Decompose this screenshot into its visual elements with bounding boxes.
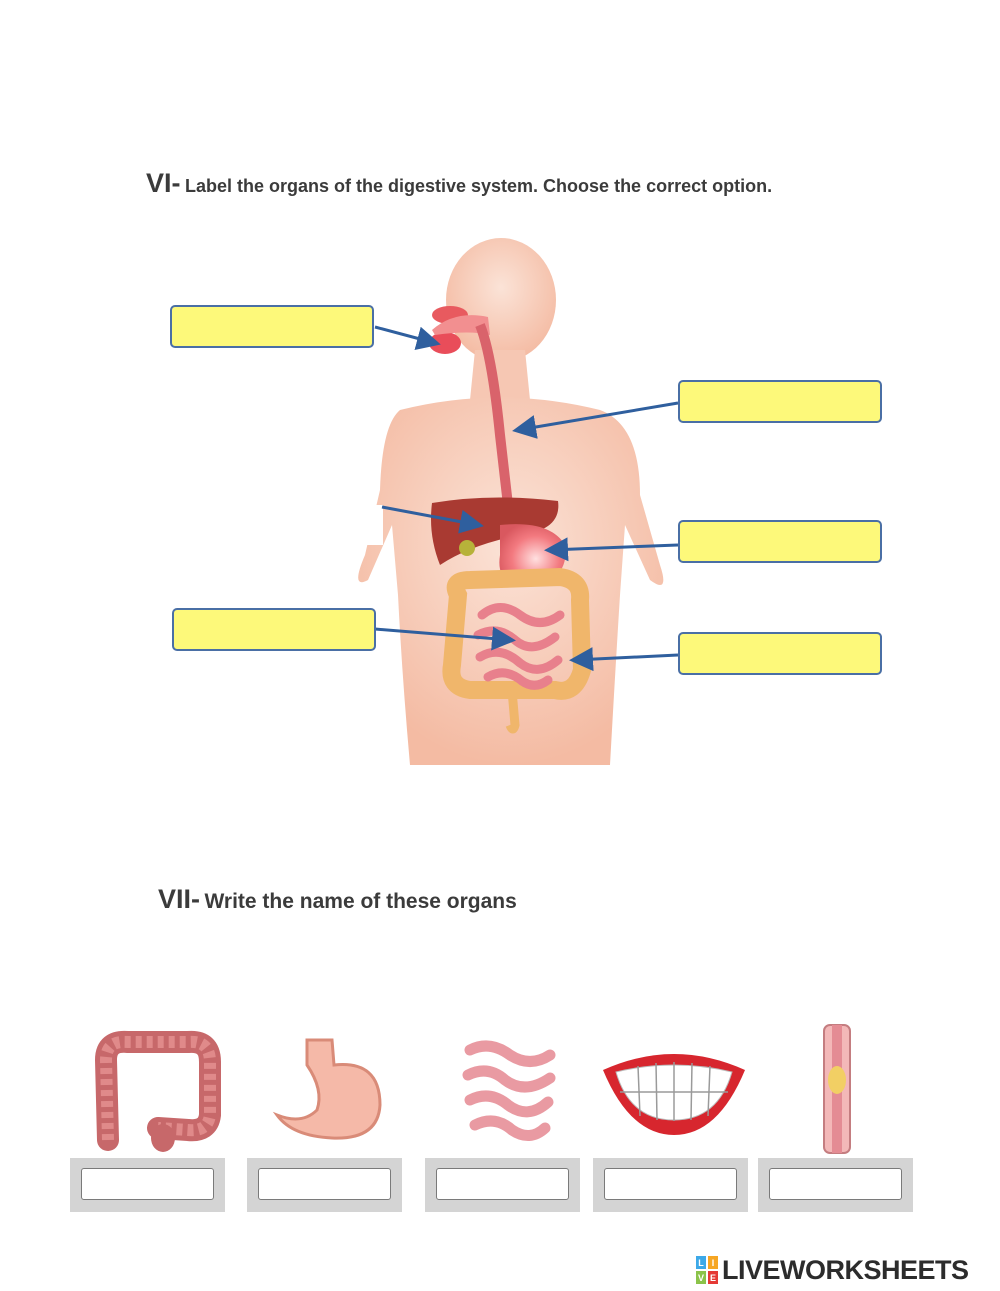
brand-name: LIVEWORKSHEETS — [722, 1254, 969, 1285]
answer-input-3[interactable] — [436, 1168, 569, 1200]
section-7-heading: VII- Write the name of these organs — [158, 884, 517, 915]
arrow-liver — [381, 505, 484, 534]
label-box-stomach[interactable] — [678, 520, 882, 563]
answer-slot-5 — [758, 1158, 913, 1212]
mouth-icon — [598, 1020, 750, 1155]
liveworksheets-logo: L I V E LIVEWORKSHEETS — [696, 1254, 969, 1286]
arrow-mouth — [374, 325, 441, 350]
answer-input-2[interactable] — [258, 1168, 391, 1200]
label-arrows — [374, 325, 679, 672]
arrow-small-intestine — [374, 626, 516, 651]
arrow-large-intestine — [569, 647, 679, 672]
answer-input-1[interactable] — [81, 1168, 214, 1200]
section-7-instruction: Write the name of these organs — [204, 890, 517, 913]
section-6-instruction: Label the organs of the digestive system… — [184, 176, 773, 196]
large-intestine-icon — [88, 1020, 228, 1155]
liveworksheets-icon: L I V E — [696, 1256, 718, 1284]
gallbladder-organ — [459, 540, 475, 556]
logo-letter-v: V — [698, 1273, 704, 1283]
answer-slot-4 — [593, 1158, 748, 1212]
small-intestine-icon — [440, 1020, 580, 1155]
stomach-icon — [262, 1020, 402, 1155]
logo-letter-i: I — [712, 1258, 715, 1268]
rectum-organ — [505, 689, 520, 734]
answer-input-4[interactable] — [604, 1168, 737, 1200]
answer-slot-3 — [425, 1158, 580, 1212]
esophagus-organ — [475, 323, 513, 506]
logo-letter-e: E — [710, 1273, 716, 1283]
body-illustration — [335, 238, 679, 765]
arrow-stomach — [544, 537, 679, 562]
section-6-number: VI- — [146, 168, 181, 198]
label-box-esophagus[interactable] — [678, 380, 882, 423]
logo-letter-l: L — [698, 1258, 704, 1268]
label-box-large-intestine[interactable] — [678, 632, 882, 675]
label-box-small-intestine[interactable] — [172, 608, 376, 651]
answer-slot-1 — [70, 1158, 225, 1212]
arrow-esophagus — [512, 401, 679, 439]
label-box-mouth[interactable] — [170, 305, 374, 348]
digestive-system-diagram — [170, 235, 885, 775]
answer-slot-2 — [247, 1158, 402, 1212]
answer-input-5[interactable] — [769, 1168, 902, 1200]
esophagus-icon — [770, 1020, 910, 1155]
section-6-heading: VI- Label the organs of the digestive sy… — [146, 168, 772, 199]
section-7-number: VII- — [158, 884, 201, 914]
